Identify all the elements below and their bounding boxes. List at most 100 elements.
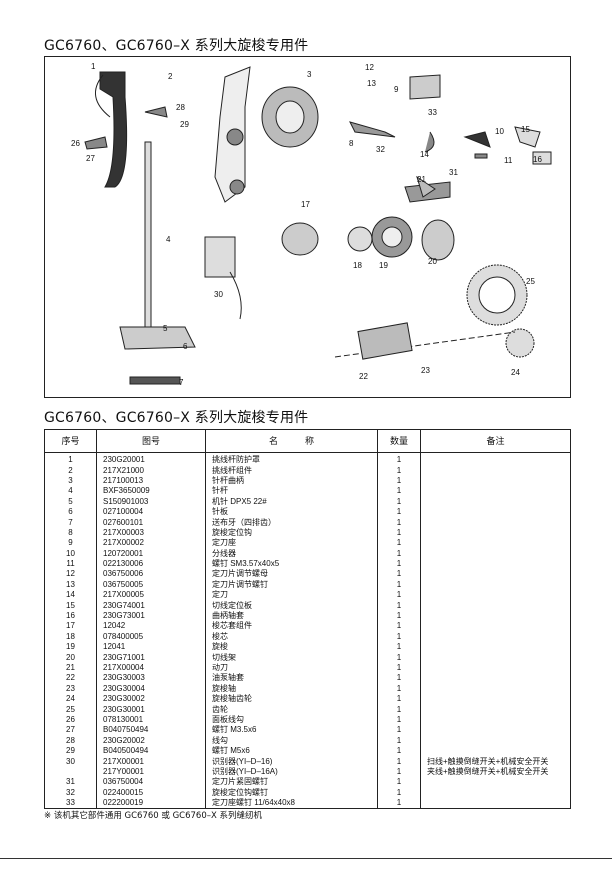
- cell-part-number: 230G30003: [96, 673, 206, 684]
- cell-remarks: [420, 465, 571, 476]
- cell-part-number: BXF3650009: [96, 486, 206, 497]
- cell-remarks: [420, 486, 571, 497]
- cell-quantity: 1: [377, 590, 421, 601]
- cell-index: 3: [44, 475, 97, 487]
- callout-label: 13: [367, 79, 376, 88]
- cell-name: 切线定位板: [205, 600, 378, 611]
- cell-name: 梭芯: [205, 631, 378, 643]
- cell-remarks: [420, 621, 571, 632]
- cell-part-number: 022130006: [96, 558, 206, 570]
- cell-quantity: 1: [377, 797, 421, 810]
- cell-part-number: 12041: [96, 642, 206, 653]
- callout-label: 1: [91, 62, 96, 71]
- cell-quantity: 1: [377, 673, 421, 684]
- cell-name: 针杆: [205, 486, 378, 497]
- cell-part-number: 230G71001: [96, 652, 206, 663]
- cell-index: 33: [44, 797, 97, 810]
- cell-part-number: 217X00005: [96, 590, 206, 601]
- table-header-row: 序号 图号 名 称 数量 备注: [44, 429, 571, 453]
- cell-part-number: 022400015: [96, 787, 206, 798]
- cell-part-number: 217X21000: [96, 465, 206, 476]
- cell-part-number: 078130001: [96, 714, 206, 726]
- cell-remarks: [420, 600, 571, 611]
- cell-part-number: 022200019: [96, 797, 206, 810]
- cell-part-number: 230G74001: [96, 600, 206, 611]
- cell-part-number: 230G30001: [96, 704, 206, 715]
- cell-remarks: [420, 496, 571, 507]
- table-section: GC6760、GC6760–X 系列大旋梭专用件 序号 图号 名 称 数量 备注…: [44, 410, 571, 822]
- cell-name: 梭芯套组件: [205, 621, 378, 632]
- cell-name: 油泵轴套: [205, 673, 378, 684]
- page-divider: [0, 858, 612, 859]
- footnote: ※ 该机其它部件通用 GC6760 或 GC6760–X 系列缝纫机: [44, 811, 263, 822]
- col-header-index: 序号: [44, 429, 97, 453]
- cell-quantity: 1: [377, 486, 421, 497]
- cell-name: 螺钉 M5x6: [205, 745, 378, 757]
- cell-quantity: 1: [377, 631, 421, 643]
- col-header-name: 名 称: [205, 429, 378, 453]
- cell-quantity: 1: [377, 766, 421, 778]
- cell-part-number: S150901003: [96, 496, 206, 507]
- cell-quantity: 1: [377, 725, 421, 736]
- callout-label: 9: [394, 85, 399, 94]
- cell-remarks: 夹线+触摸倒缝开关+机械安全开关: [420, 766, 571, 778]
- cell-name: 识别器(YI–D–16): [205, 756, 378, 767]
- callout-label: 20: [428, 257, 437, 266]
- col-header-quantity: 数量: [377, 429, 421, 453]
- cell-quantity: 1: [377, 745, 421, 757]
- cell-part-number: 036750006: [96, 569, 206, 580]
- callout-label: 12: [365, 63, 374, 72]
- cell-name: 定刀: [205, 590, 378, 601]
- cell-remarks: 扫线+触摸倒缝开关+机械安全开关: [420, 756, 571, 767]
- cell-remarks: [420, 652, 571, 663]
- cell-part-number: 027100004: [96, 506, 206, 518]
- cell-quantity: 1: [377, 548, 421, 559]
- diagram-title: GC6760、GC6760–X 系列大旋梭专用件: [44, 38, 309, 54]
- cell-name: 螺钉 M3.5x6: [205, 725, 378, 736]
- cell-quantity: 1: [377, 538, 421, 549]
- cell-name: 定刀片调节螺钉: [205, 579, 378, 591]
- cell-index: 2: [44, 465, 97, 476]
- callout-label: 5: [163, 324, 168, 333]
- cell-remarks: [420, 579, 571, 591]
- callout-label: 24: [511, 368, 520, 377]
- callout-label: 22: [359, 372, 368, 381]
- cell-index: 7: [44, 517, 97, 528]
- cell-quantity: 1: [377, 496, 421, 507]
- cell-part-number: 217X00001: [96, 756, 206, 767]
- cell-quantity: 1: [377, 517, 421, 528]
- cell-name: 送布牙（四排齿）: [205, 517, 378, 528]
- cell-name: 定刀片紧固螺钉: [205, 777, 378, 788]
- cell-index: 14: [44, 590, 97, 601]
- callout-label: 26: [71, 139, 80, 148]
- cell-part-number: B040500494: [96, 745, 206, 757]
- cell-name: 齿轮: [205, 704, 378, 715]
- cell-index: 11: [44, 558, 97, 570]
- callout-label: 31: [449, 168, 458, 177]
- cell-index: 20: [44, 652, 97, 663]
- cell-remarks: [420, 610, 571, 622]
- cell-remarks: [420, 683, 571, 694]
- cell-part-number: 217X00004: [96, 662, 206, 674]
- cell-index: 9: [44, 538, 97, 549]
- cell-name: 识别器(YI–D–16A): [205, 766, 378, 778]
